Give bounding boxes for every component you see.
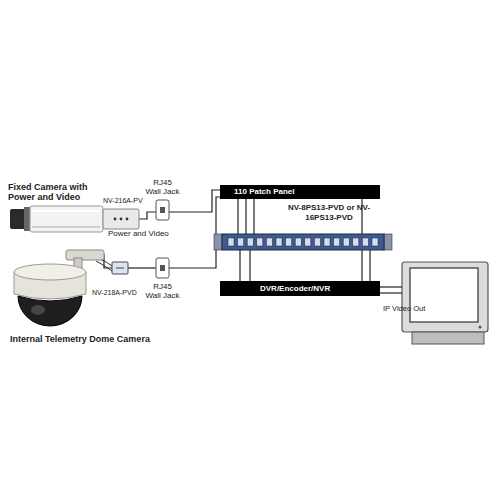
band-label: DVR/Encoder/NVR <box>260 284 330 294</box>
power-supply-rack-shape <box>214 234 392 250</box>
signal-label: IP Video Out <box>383 304 425 314</box>
patch-panel-band: 110 Patch Panel <box>220 185 380 199</box>
part-number: NV-216A-PV <box>103 196 143 205</box>
power-supply-rack: NV-8PS13-PVD or NV-16PS13-PVD <box>214 234 392 250</box>
wall-jack-shape <box>156 200 169 220</box>
video-balun-shape <box>103 209 139 229</box>
jack-label: RJ45 Wall Jack <box>145 178 180 196</box>
camera-heading: Internal Telemetry Dome Camera <box>10 334 150 345</box>
edge-label: Power and Video <box>108 229 169 239</box>
part-number: NV-218A-PVD <box>92 288 137 297</box>
cable-line <box>169 197 220 268</box>
jack-label: RJ45 Wall Jack <box>145 282 180 300</box>
wall-jack: RJ45 Wall Jack <box>156 200 169 220</box>
dvr-band: DVR/Encoder/NVR <box>220 281 380 296</box>
cable-line <box>128 267 156 268</box>
wall-jack-shape <box>156 258 169 278</box>
camera-heading: Fixed Camera with Power and Video <box>8 182 108 202</box>
band-label: 110 Patch Panel <box>234 187 294 197</box>
dome-camera-shape <box>8 250 96 330</box>
cable-line <box>240 250 370 281</box>
wall-jack: RJ45 Wall Jack <box>156 258 169 278</box>
dome-camera: Internal Telemetry Dome Camera <box>8 250 96 330</box>
video-monitor <box>402 262 488 344</box>
video-balun-shape <box>112 262 128 274</box>
part-number: NV-8PS13-PVD or NV-16PS13-PVD <box>286 203 372 223</box>
fixed-camera-shape <box>10 206 103 232</box>
video-balun: NV-216A-PV <box>103 209 139 229</box>
fixed-camera: Fixed Camera with Power and Video <box>10 206 103 232</box>
cable-line <box>139 212 156 219</box>
video-balun: NV-218A-PVD <box>112 262 128 274</box>
ip-video-wires <box>380 287 402 293</box>
